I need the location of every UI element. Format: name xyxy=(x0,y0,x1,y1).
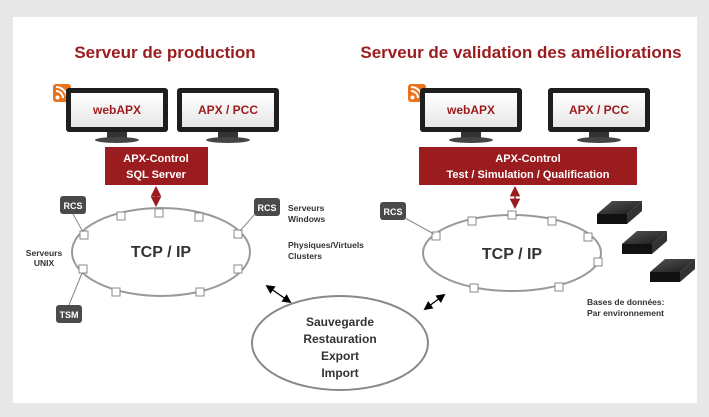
monitor-icon xyxy=(177,88,279,143)
production-network-ring xyxy=(71,207,251,297)
db-label-line2: Par environnement xyxy=(587,308,664,318)
production-control-line1: APX-Control xyxy=(123,153,188,165)
server-box-icon xyxy=(622,231,667,254)
backup-line4: Import xyxy=(321,366,358,380)
db-label-line1: Bases de données: xyxy=(587,297,665,307)
production-rcs-right-label: RCS xyxy=(257,203,276,213)
unix-label-line2: UNIX xyxy=(34,258,55,268)
production-apx-pcc-label: APX / PCC xyxy=(198,103,258,117)
production-title: Serveur de production xyxy=(74,43,255,62)
server-box-icon xyxy=(597,201,642,224)
validation-webapx-label: webAPX xyxy=(446,103,495,117)
production-control-line2: SQL Server xyxy=(126,169,186,181)
production-tcpip-label: TCP / IP xyxy=(131,244,191,261)
windows-label-line2: Windows xyxy=(288,214,325,224)
validation-control-line1: APX-Control xyxy=(495,153,560,165)
backup-line3: Export xyxy=(321,349,359,363)
production-rcs-left-box xyxy=(60,196,86,214)
production-tsm-box xyxy=(56,305,82,323)
monitor-icon xyxy=(548,88,650,143)
production-tsm-label: TSM xyxy=(60,310,79,320)
production-ring-nodes xyxy=(78,208,243,297)
physical-label-line2: Clusters xyxy=(288,251,322,261)
windows-label-line1: Serveurs xyxy=(288,203,325,213)
monitor-icon xyxy=(66,88,168,143)
validation-backup-arrow xyxy=(423,293,446,311)
production-webapx-label: webAPX xyxy=(92,103,141,117)
validation-apx-control-box xyxy=(419,147,637,185)
production-backup-arrow xyxy=(265,284,292,304)
backup-line1: Sauvegarde xyxy=(306,315,374,329)
production-apx-control-box xyxy=(105,147,208,185)
connector xyxy=(72,213,84,233)
connector xyxy=(404,217,435,235)
physical-label-line1: Physiques/Virtuels xyxy=(288,240,364,250)
connector xyxy=(239,213,256,232)
validation-ring-nodes xyxy=(431,210,603,293)
validation-rcs-box xyxy=(380,202,406,220)
validation-title: Serveur de validation des améliorations xyxy=(360,43,681,62)
backup-line2: Restauration xyxy=(303,332,376,346)
production-rcs-right-box xyxy=(254,198,280,216)
unix-label-line1: Serveurs xyxy=(26,248,63,258)
backup-ellipse xyxy=(251,295,429,391)
monitor-icon xyxy=(420,88,522,143)
validation-apx-pcc-label: APX / PCC xyxy=(569,103,629,117)
validation-control-line2: Test / Simulation / Qualification xyxy=(447,169,610,181)
validation-tcpip-label: TCP / IP xyxy=(482,246,542,263)
validation-rcs-label: RCS xyxy=(383,207,402,217)
server-box-icon xyxy=(650,259,695,282)
production-rcs-left-label: RCS xyxy=(63,201,82,211)
connector xyxy=(68,272,83,306)
